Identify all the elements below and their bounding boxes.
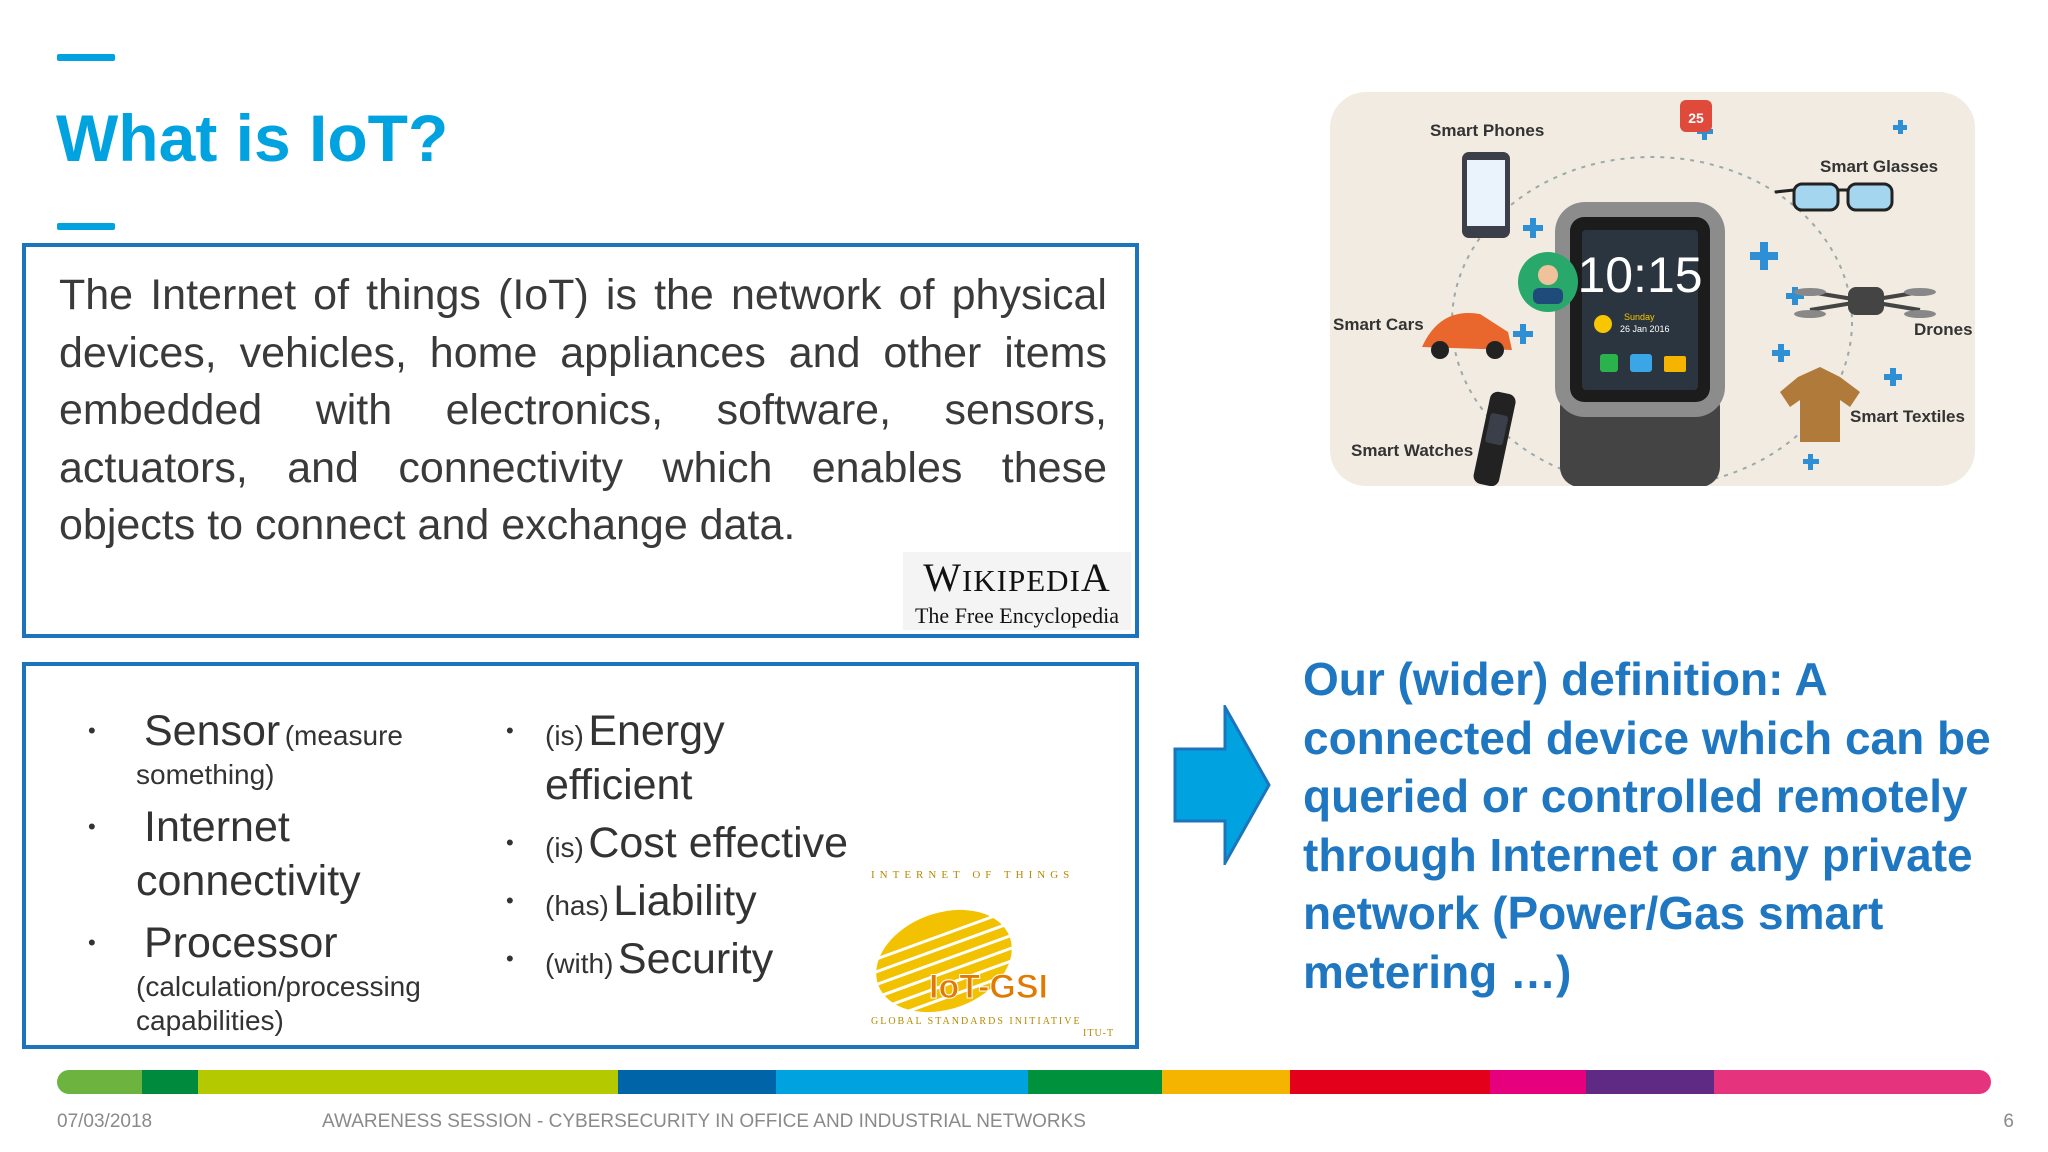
- color-bar-segment: [142, 1070, 198, 1094]
- iot-devices-graphic: 10:15 Sunday 26 Jan 2016 25: [1333, 100, 1973, 486]
- calendar-icon: 25: [1680, 100, 1712, 132]
- iot-gsi-org: ITU-T: [1083, 1028, 1114, 1039]
- color-bar-segment: [1290, 1070, 1490, 1094]
- iot-gsi-top-text: INTERNET OF THINGS: [871, 869, 1074, 881]
- feature-item: • (is) Energy efficient: [474, 704, 874, 812]
- drone-icon: [1794, 287, 1936, 318]
- features-left-list: • Sensor (measure something) • Internet …: [56, 704, 456, 1046]
- feature-main: Processor: [144, 919, 338, 967]
- color-bar-segment: [776, 1070, 1028, 1094]
- clock-date: 26 Jan 2016: [1620, 324, 1670, 334]
- smartwatch-icon: 10:15 Sunday 26 Jan 2016: [1555, 202, 1725, 486]
- feature-prefix: (with): [545, 948, 614, 979]
- right-arrow-icon: [1173, 705, 1271, 865]
- wikipedia-logo-name: WIKIPEDIA: [923, 555, 1111, 600]
- bullet-icon: •: [506, 718, 514, 743]
- feature-item: • Sensor (measure something): [56, 704, 456, 792]
- color-bar-segment: [57, 1070, 142, 1094]
- color-bar-segment: [618, 1070, 776, 1094]
- wikipedia-logo: WIKIPEDIA The Free Encyclopedia: [903, 552, 1131, 630]
- feature-main: Liability: [613, 877, 757, 925]
- feature-main: Security: [617, 935, 774, 983]
- color-bar-segment: [1028, 1070, 1162, 1094]
- clock-day: Sunday: [1624, 312, 1655, 322]
- iot-devices-illustration: 10:15 Sunday 26 Jan 2016 25: [1330, 92, 1975, 486]
- feature-prefix: (is): [545, 720, 584, 751]
- features-right-list: • (is) Energy efficient • (is) Cost effe…: [474, 704, 874, 990]
- footer-title: AWARENESS SESSION - CYBERSECURITY IN OFF…: [322, 1111, 1086, 1132]
- label-drones: Drones: [1914, 320, 1973, 339]
- feature-main: efficient: [545, 761, 693, 809]
- bullet-icon: •: [506, 830, 514, 855]
- feature-prefix: (has): [545, 890, 609, 921]
- definition-box: The Internet of things (IoT) is the netw…: [22, 243, 1139, 638]
- definition-text: The Internet of things (IoT) is the netw…: [59, 271, 1107, 549]
- footer-date: 07/03/2018: [57, 1111, 153, 1132]
- feature-item: • (with) Security: [474, 932, 874, 986]
- mail-icon: [1664, 356, 1686, 372]
- clock-time: 10:15: [1577, 247, 1702, 303]
- feature-note: (measure: [284, 720, 403, 751]
- wider-definition: Our (wider) definition: A connected devi…: [1303, 653, 1991, 998]
- label-smart-phones: Smart Phones: [1430, 121, 1544, 140]
- chat-icon: [1630, 354, 1652, 372]
- smart-textile-icon: [1780, 367, 1860, 442]
- phone-icon: [1600, 354, 1618, 372]
- label-smart-glasses: Smart Glasses: [1820, 157, 1938, 176]
- feature-main: Cost effective: [588, 819, 849, 867]
- feature-item: • (is) Cost effective: [474, 816, 874, 870]
- footer-page-number: 6: [2003, 1111, 2014, 1132]
- slide-title: What is IoT?: [56, 101, 449, 175]
- smart-glasses-icon: [1774, 182, 1894, 212]
- feature-note: something): [136, 759, 275, 790]
- iot-gsi-bottom-text: GLOBAL STANDARDS INITIATIVE: [871, 1016, 1082, 1027]
- feature-main: connectivity: [136, 857, 361, 905]
- footer-color-bar: [57, 1070, 1991, 1094]
- color-bar-segment: [1714, 1070, 1991, 1094]
- color-bar-segment: [1490, 1070, 1586, 1094]
- bullet-icon: •: [88, 930, 96, 955]
- iot-gsi-globe-icon: [873, 909, 1015, 1015]
- color-bar-segment: [198, 1070, 618, 1094]
- feature-main: Energy: [588, 707, 725, 755]
- smartphone-icon: [1462, 152, 1510, 238]
- feature-item: • Internet connectivity: [56, 800, 456, 908]
- smart-band-icon: [1473, 391, 1516, 486]
- title-accent-bottom: [57, 223, 115, 230]
- feature-main: Sensor: [144, 707, 281, 755]
- features-box: • Sensor (measure something) • Internet …: [22, 662, 1139, 1049]
- color-bar-segment: [1162, 1070, 1290, 1094]
- feature-item: • (has) Liability: [474, 874, 874, 928]
- bullet-icon: •: [506, 888, 514, 913]
- bullet-icon: •: [506, 946, 514, 971]
- smart-car-icon: [1422, 312, 1512, 359]
- wikipedia-logo-tagline: The Free Encyclopedia: [914, 603, 1119, 628]
- feature-main: Internet: [144, 803, 290, 851]
- avatar-icon: [1518, 252, 1578, 312]
- bullet-icon: •: [88, 814, 96, 839]
- bullet-icon: •: [88, 718, 96, 743]
- label-smart-cars: Smart Cars: [1333, 315, 1424, 334]
- calendar-day: 25: [1688, 110, 1704, 126]
- title-accent-top: [57, 54, 115, 61]
- feature-prefix: (is): [545, 832, 584, 863]
- iot-gsi-logo: INTERNET OF THINGS IoT-GSI GLOBAL STANDA…: [871, 869, 1114, 1039]
- label-smart-textiles: Smart Textiles: [1850, 407, 1965, 426]
- label-smart-watches: Smart Watches: [1351, 441, 1473, 460]
- color-bar-segment: [1586, 1070, 1714, 1094]
- iot-gsi-name: IoT-GSI: [929, 968, 1048, 1006]
